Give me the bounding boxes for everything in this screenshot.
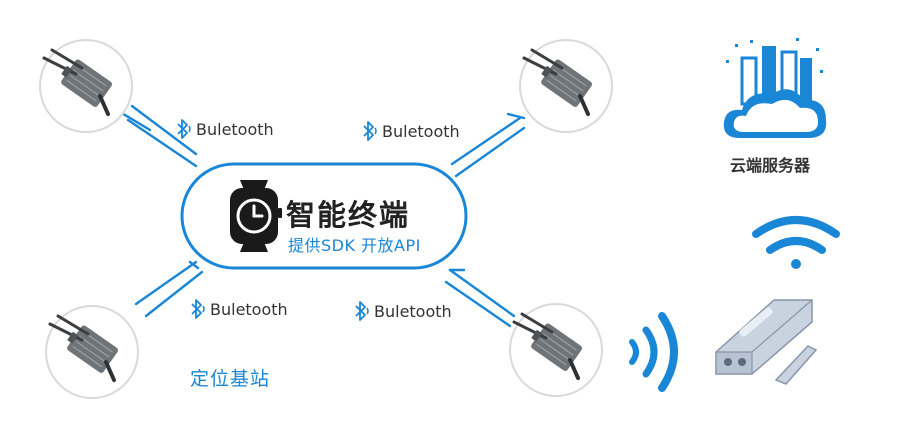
link-arrow-bottom-left xyxy=(134,260,204,318)
link-label-top-left: Buletooth xyxy=(176,118,274,140)
link-label-text: Buletooth xyxy=(374,301,452,321)
link-label-bottom-left: Buletooth xyxy=(190,298,288,320)
gateway-device xyxy=(715,299,818,385)
base-station-bottom-right xyxy=(509,303,603,397)
base-station-top-right xyxy=(519,39,613,133)
hub-title: 智能终端 xyxy=(286,198,411,232)
link-arrow-top-left xyxy=(118,104,198,168)
base-station-bottom-left xyxy=(45,305,139,399)
bluetooth-icon xyxy=(355,301,369,321)
link-label-text: Buletooth xyxy=(196,119,274,139)
base-station-caption: 定位基站 xyxy=(190,368,271,390)
bluetooth-icon xyxy=(363,121,377,141)
base-station-top-left xyxy=(39,39,133,133)
bluetooth-icon xyxy=(191,299,205,319)
bluetooth-icon xyxy=(177,119,191,139)
link-label-top-right: Buletooth xyxy=(362,120,460,142)
hub-subtitle: 提供SDK 开放API xyxy=(288,236,421,255)
link-label-bottom-right: Buletooth xyxy=(354,300,452,322)
link-label-text: Buletooth xyxy=(210,299,288,319)
cloud-server-icon xyxy=(723,38,827,138)
cloud-caption: 云端服务器 xyxy=(730,156,811,175)
radio-wave-icon xyxy=(629,312,678,392)
link-label-text: Buletooth xyxy=(382,121,460,141)
link-arrow-bottom-right xyxy=(444,268,516,328)
wifi-signal-icon xyxy=(752,216,840,269)
link-arrow-top-right xyxy=(450,112,526,178)
smartwatch-icon xyxy=(230,180,282,252)
